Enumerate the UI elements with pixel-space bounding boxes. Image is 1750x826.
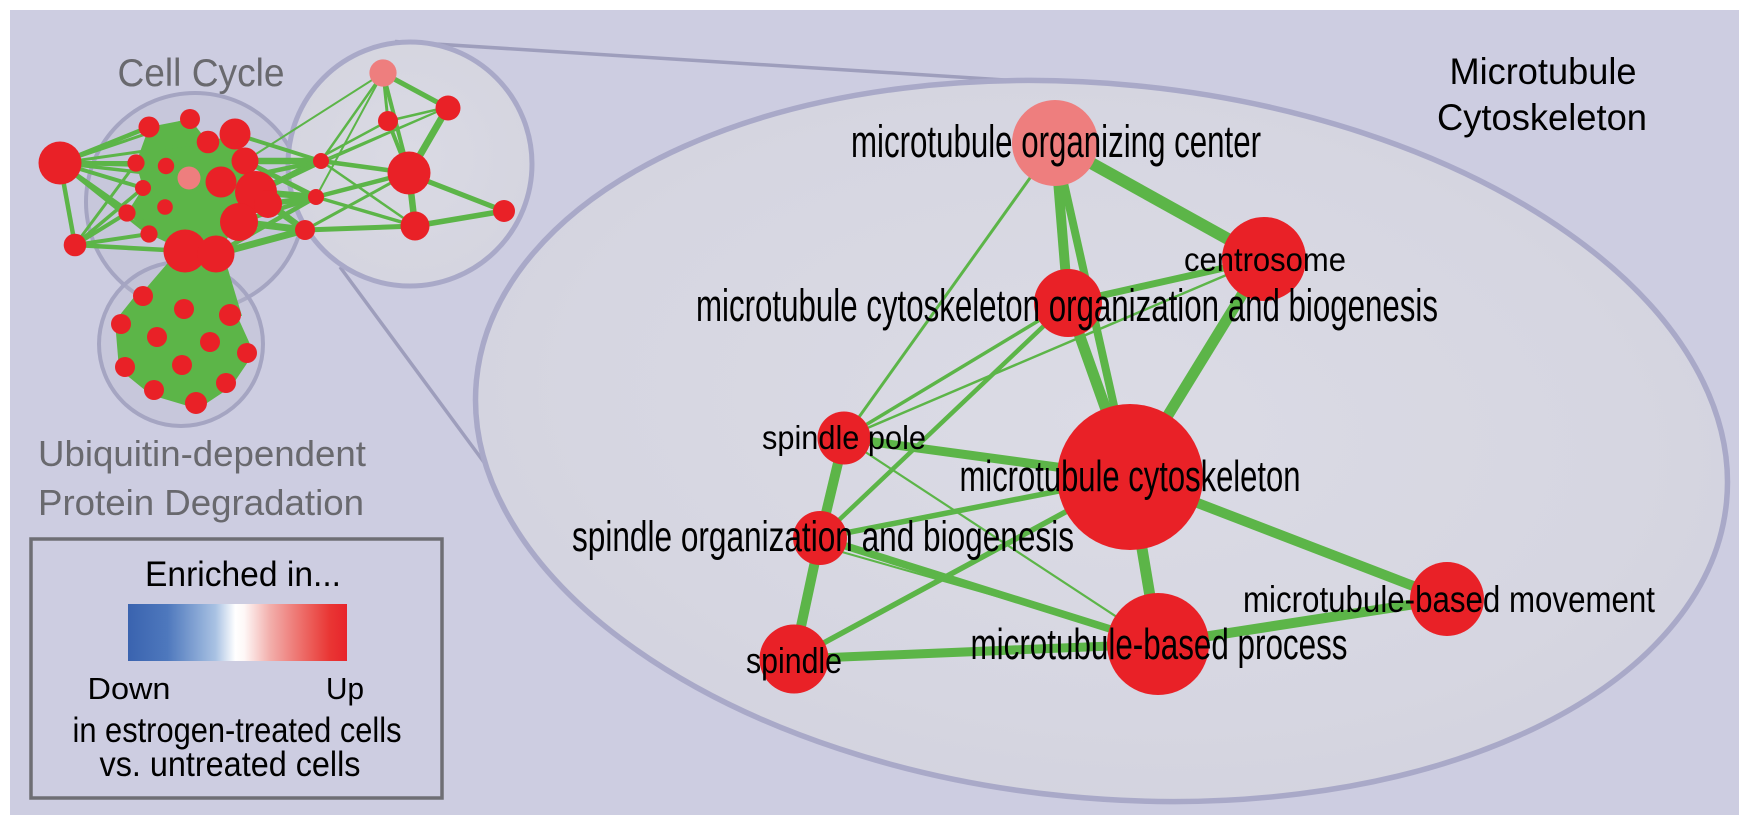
svg-text:Enriched in...: Enriched in... — [145, 555, 341, 594]
svg-text:Microtubule: Microtubule — [1450, 51, 1637, 92]
svg-text:Down: Down — [88, 671, 171, 706]
svg-text:Up: Up — [326, 671, 364, 706]
svg-text:Ubiquitin-dependent: Ubiquitin-dependent — [38, 433, 366, 474]
svg-text:microtubule organizing center: microtubule organizing center — [851, 116, 1261, 167]
svg-text:spindle pole: spindle pole — [762, 419, 926, 456]
svg-text:microtubule cytoskeleton organ: microtubule cytoskeleton organization an… — [696, 280, 1438, 331]
svg-text:spindle: spindle — [746, 640, 842, 681]
svg-text:Cell Cycle: Cell Cycle — [118, 52, 285, 95]
svg-text:Protein Degradation: Protein Degradation — [38, 482, 364, 523]
svg-text:centrosome: centrosome — [1184, 241, 1346, 278]
svg-text:Cytoskeleton: Cytoskeleton — [1437, 97, 1647, 138]
svg-text:microtubule-based movement: microtubule-based movement — [1243, 579, 1656, 620]
svg-text:spindle organization and bioge: spindle organization and biogenesis — [572, 513, 1074, 561]
svg-text:microtubule-based process: microtubule-based process — [971, 620, 1348, 669]
svg-text:vs. untreated cells: vs. untreated cells — [100, 745, 361, 784]
svg-text:in estrogen-treated cells: in estrogen-treated cells — [73, 711, 402, 750]
svg-text:microtubule cytoskeleton: microtubule cytoskeleton — [960, 452, 1301, 501]
